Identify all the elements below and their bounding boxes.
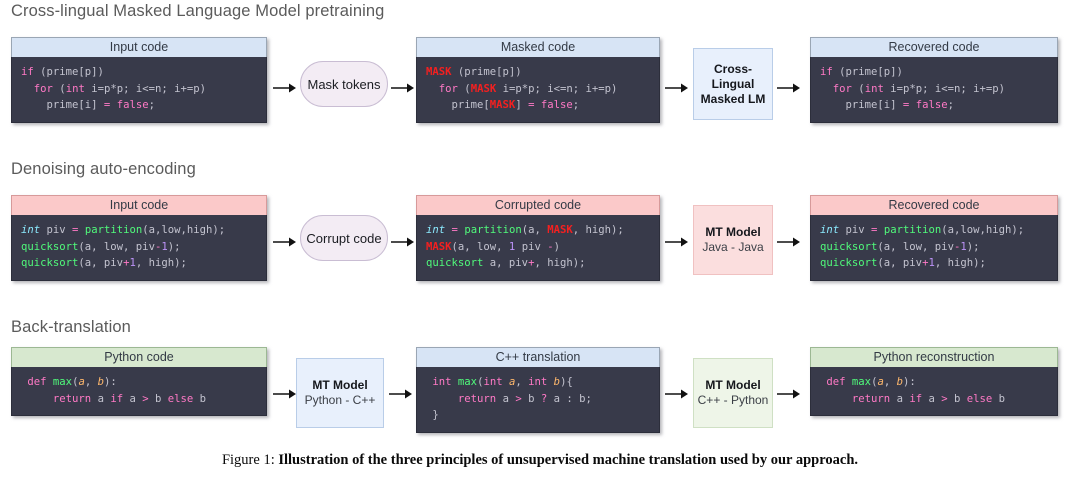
panel-header: C++ translation <box>416 347 660 367</box>
process-label-line1: MT Model <box>312 378 368 392</box>
process-label-line2: C++ - Python <box>697 393 769 407</box>
arrow-row3-3 <box>664 388 690 400</box>
code-block-cpp-row3: int max(int a, int b){ return a > b ? a … <box>416 367 660 433</box>
arrow-row1-3 <box>664 82 690 94</box>
panel-recovered-code-row1: Recovered code if (prime[p]) for (int i=… <box>810 37 1058 133</box>
figure-caption: Figure 1: Illustration of the three prin… <box>0 452 1080 469</box>
arrow-row2-2 <box>390 236 416 248</box>
panel-recovered-code-row2: Recovered code int piv = partition(a,low… <box>810 195 1058 283</box>
panel-header: Input code <box>11 37 267 57</box>
code-block-corrupted-row2: int = partition(a, MASK, high); MASK(a, … <box>416 215 660 281</box>
arrow-row2-1 <box>272 236 298 248</box>
process-corrupt-code[interactable]: Corrupt code <box>300 215 388 261</box>
code-block-input-row2: int piv = partition(a,low,high); quickso… <box>11 215 267 281</box>
arrow-row2-4 <box>776 236 802 248</box>
code-block-recovered-row1: if (prime[p]) for (int i=p*p; i<=n; i+=p… <box>810 57 1058 123</box>
code-block-recovered-row2: int piv = partition(a,low,high); quickso… <box>810 215 1058 281</box>
process-label-line1: Corrupt code <box>306 230 382 246</box>
panel-header: Python reconstruction <box>810 347 1058 367</box>
panel-header: Recovered code <box>810 37 1058 57</box>
process-label-line1: Cross-Lingual <box>711 61 755 91</box>
panel-input-code-row1: Input code if (prime[p]) for (int i=p*p;… <box>11 37 267 133</box>
arrow-row2-3 <box>664 236 690 248</box>
code-block-python-row3: def max(a, b): return a if a > b else b <box>11 367 267 416</box>
code-block-masked-row1: MASK (prime[p]) for (MASK i=p*p; i<=n; i… <box>416 57 660 123</box>
code-block-input-row1: if (prime[p]) for (int i=p*p; i<=n; i+=p… <box>11 57 267 123</box>
panel-header: Python code <box>11 347 267 367</box>
process-label-line1: MT Model <box>705 378 761 392</box>
caption-text: Illustration of the three principles of … <box>278 452 859 468</box>
process-label-line2: Java - Java <box>702 240 764 254</box>
section-title-row1: Cross-lingual Masked Language Model pret… <box>11 2 385 20</box>
code-block-python-reconstruction-row3: def max(a, b): return a if a > b else b <box>810 367 1058 416</box>
process-label-line2: Python - C++ <box>304 393 376 407</box>
process-mask-tokens[interactable]: Mask tokens <box>300 61 388 107</box>
panel-header: Masked code <box>416 37 660 57</box>
process-mt-model-cpp-python[interactable]: MT Model C++ - Python <box>693 358 773 428</box>
arrow-row3-4 <box>776 388 802 400</box>
arrow-row1-4 <box>776 82 802 94</box>
panel-python-code-row3: Python code def max(a, b): return a if a… <box>11 347 267 435</box>
panel-header: Recovered code <box>810 195 1058 215</box>
arrow-row1-1 <box>272 82 298 94</box>
arrow-row3-2 <box>388 388 414 400</box>
panel-input-code-row2: Input code int piv = partition(a,low,hig… <box>11 195 267 283</box>
process-label-line1: MT Model <box>705 225 761 239</box>
process-mt-model-java-java[interactable]: MT Model Java - Java <box>693 205 773 275</box>
panel-header: Corrupted code <box>416 195 660 215</box>
process-label-line2: Masked LM <box>700 91 766 106</box>
panel-cpp-translation-row3: C++ translation int max(int a, int b){ r… <box>416 347 660 435</box>
caption-label: Figure 1: <box>221 452 275 468</box>
process-label-line1: Mask tokens <box>307 76 381 92</box>
panel-python-reconstruction-row3: Python reconstruction def max(a, b): ret… <box>810 347 1058 435</box>
panel-corrupted-code-row2: Corrupted code int = partition(a, MASK, … <box>416 195 660 283</box>
panel-header: Input code <box>11 195 267 215</box>
arrow-row3-1 <box>272 388 298 400</box>
process-cross-lingual-masked-lm[interactable]: Cross-Lingual Masked LM <box>693 48 773 120</box>
arrow-row1-2 <box>390 82 416 94</box>
panel-masked-code-row1: Masked code MASK (prime[p]) for (MASK i=… <box>416 37 660 133</box>
process-mt-model-python-cpp[interactable]: MT Model Python - C++ <box>296 358 384 428</box>
section-title-row3: Back-translation <box>11 318 131 336</box>
section-title-row2: Denoising auto-encoding <box>11 160 196 178</box>
